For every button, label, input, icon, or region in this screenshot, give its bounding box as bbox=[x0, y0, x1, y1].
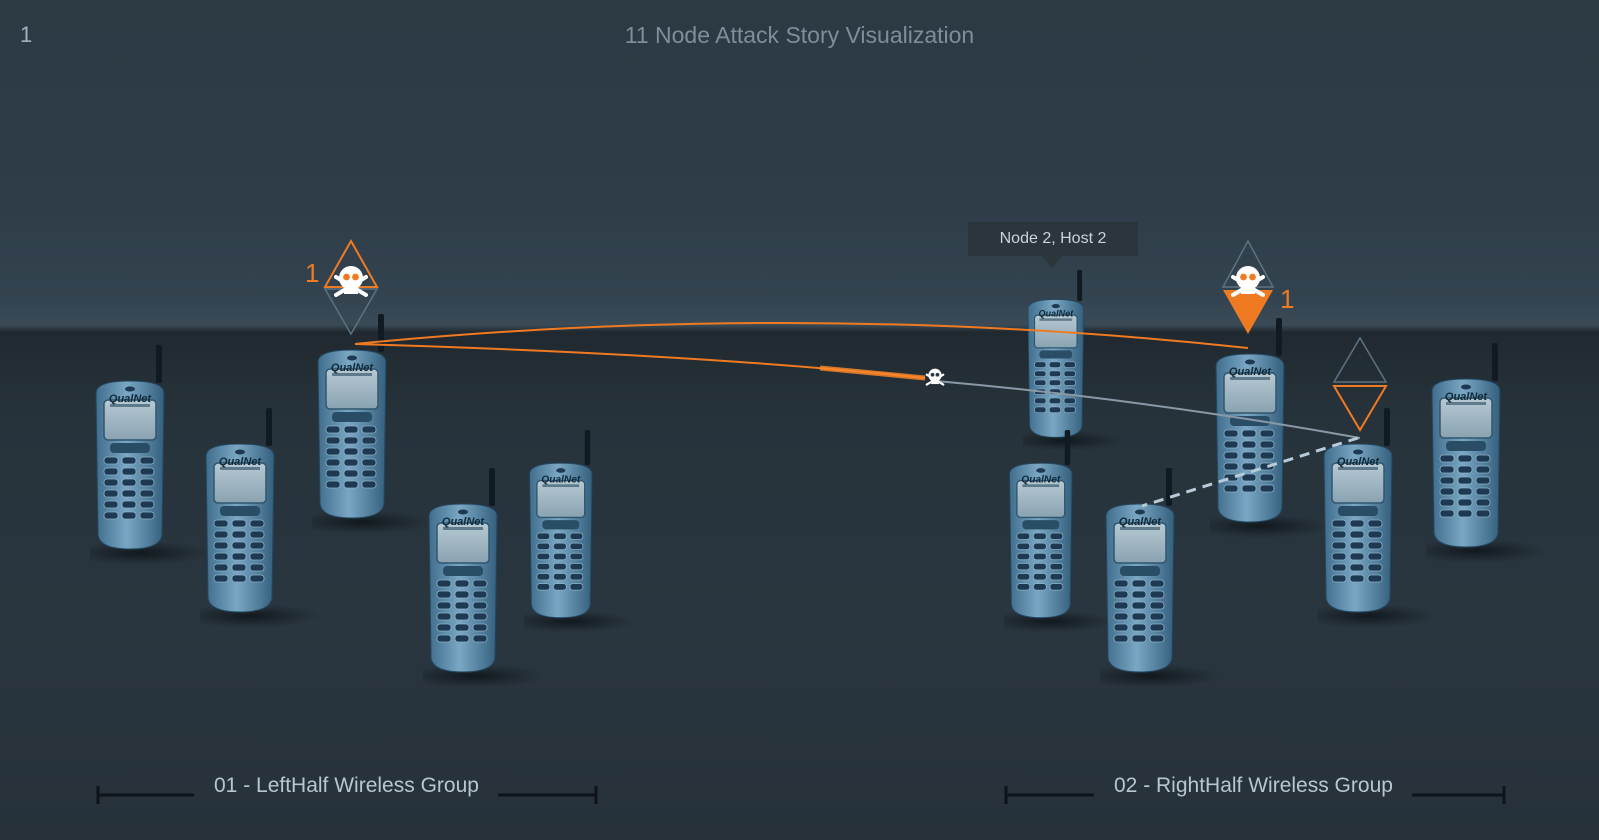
attack-count-right: 1 bbox=[1280, 284, 1295, 314]
phone-brand-label: QualNet bbox=[1021, 474, 1061, 486]
phone-brand-label: QualNet bbox=[1336, 456, 1380, 468]
group-label-right: 02 - RightHalf Wireless Group bbox=[1114, 774, 1393, 797]
phone-brand-label: QualNet bbox=[218, 456, 262, 468]
group-bracket-right bbox=[1004, 786, 1506, 804]
skull-crossbones-icon bbox=[925, 368, 945, 386]
dashed-link bbox=[1141, 436, 1359, 508]
phone-node-left-3[interactable]: QualNet bbox=[292, 314, 432, 549]
group-label-left: 01 - LeftHalf Wireless Group bbox=[214, 774, 479, 797]
skull-crossbones-icon bbox=[1231, 266, 1265, 297]
tooltip-arrow bbox=[1042, 256, 1062, 268]
phone-node-left-4[interactable]: QualNet bbox=[403, 468, 543, 703]
phone-node-right-6[interactable]: QualNet bbox=[1406, 343, 1546, 578]
page-title: 11 Node Attack Story Visualization bbox=[624, 22, 975, 48]
phone-brand-label: QualNet bbox=[1118, 516, 1162, 528]
node-marker-right bbox=[1332, 336, 1388, 432]
phone-brand-label: QualNet bbox=[1228, 366, 1272, 378]
attack-path bbox=[354, 343, 926, 379]
phone-brand-label: QualNet bbox=[108, 393, 152, 405]
phone-brand-label: QualNet bbox=[1038, 309, 1074, 320]
phone-brand-label: QualNet bbox=[1444, 391, 1488, 403]
phone-node-right-5[interactable]: QualNet bbox=[1298, 408, 1438, 643]
frame-number: 1 bbox=[20, 22, 33, 47]
phone-node-right-2[interactable]: QualNet bbox=[985, 430, 1115, 646]
attack-arc bbox=[354, 321, 1249, 349]
phone-node-left-2[interactable]: QualNet bbox=[180, 408, 320, 643]
attack-count-left: 1 bbox=[305, 258, 320, 288]
phone-brand-label: QualNet bbox=[441, 516, 485, 528]
phone-brand-label: QualNet bbox=[330, 362, 374, 374]
group-bracket-left bbox=[96, 786, 598, 804]
attack-path-glow bbox=[819, 365, 926, 381]
phone-node-left-5[interactable]: QualNet bbox=[505, 430, 635, 646]
link-path bbox=[935, 380, 1361, 439]
node-tooltip: Node 2, Host 2 bbox=[968, 222, 1138, 256]
phone-node-left-1[interactable]: QualNet bbox=[70, 345, 210, 580]
phone-node-right-3[interactable]: QualNet bbox=[1080, 468, 1220, 703]
phone-node-right-4[interactable]: QualNet bbox=[1190, 318, 1330, 553]
skull-crossbones-icon bbox=[334, 266, 368, 297]
phone-brand-label: QualNet bbox=[541, 474, 581, 486]
